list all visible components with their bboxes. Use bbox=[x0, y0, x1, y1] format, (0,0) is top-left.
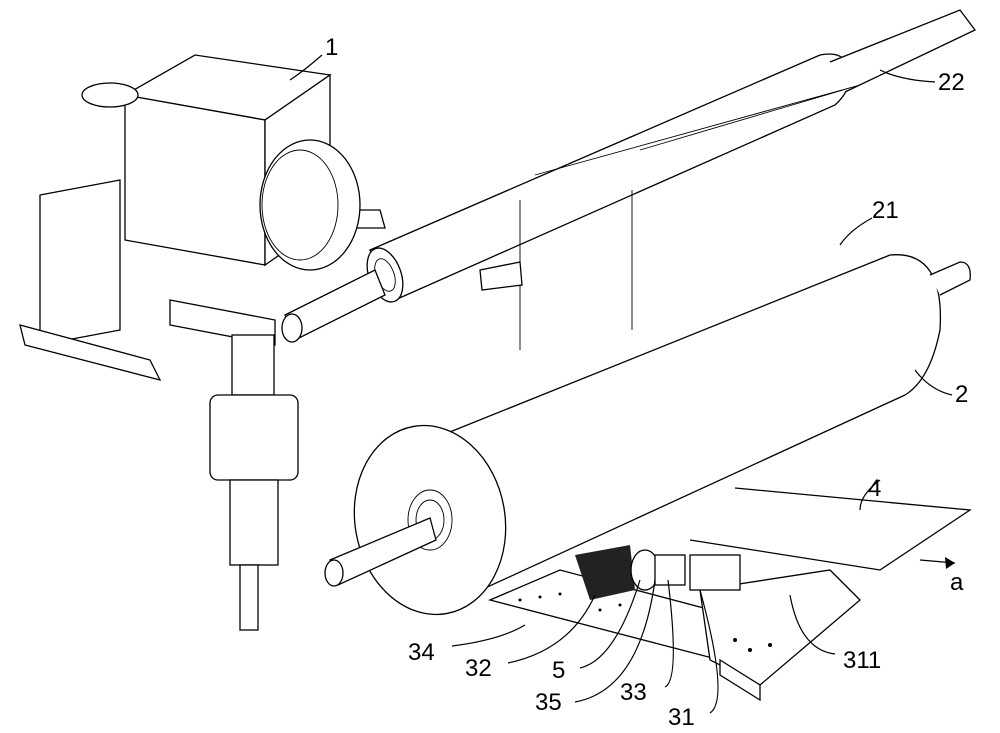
label-311: 311 bbox=[843, 647, 881, 674]
label-33: 33 bbox=[620, 679, 647, 706]
label-32: 32 bbox=[465, 655, 492, 682]
label-21: 21 bbox=[872, 197, 899, 224]
print-head bbox=[20, 55, 360, 630]
label-35: 35 bbox=[535, 689, 562, 716]
label-a: a bbox=[950, 569, 964, 596]
label-1: 1 bbox=[325, 34, 338, 61]
label-2: 2 bbox=[955, 381, 968, 408]
arrowhead-icon bbox=[945, 557, 955, 569]
label-31: 31 bbox=[668, 704, 695, 731]
shaft-end bbox=[480, 262, 522, 290]
label-4: 4 bbox=[868, 475, 881, 502]
label-5: 5 bbox=[552, 657, 565, 684]
label-22: 22 bbox=[938, 69, 965, 96]
cleaning-base bbox=[490, 545, 860, 700]
label-34: 34 bbox=[408, 639, 435, 666]
